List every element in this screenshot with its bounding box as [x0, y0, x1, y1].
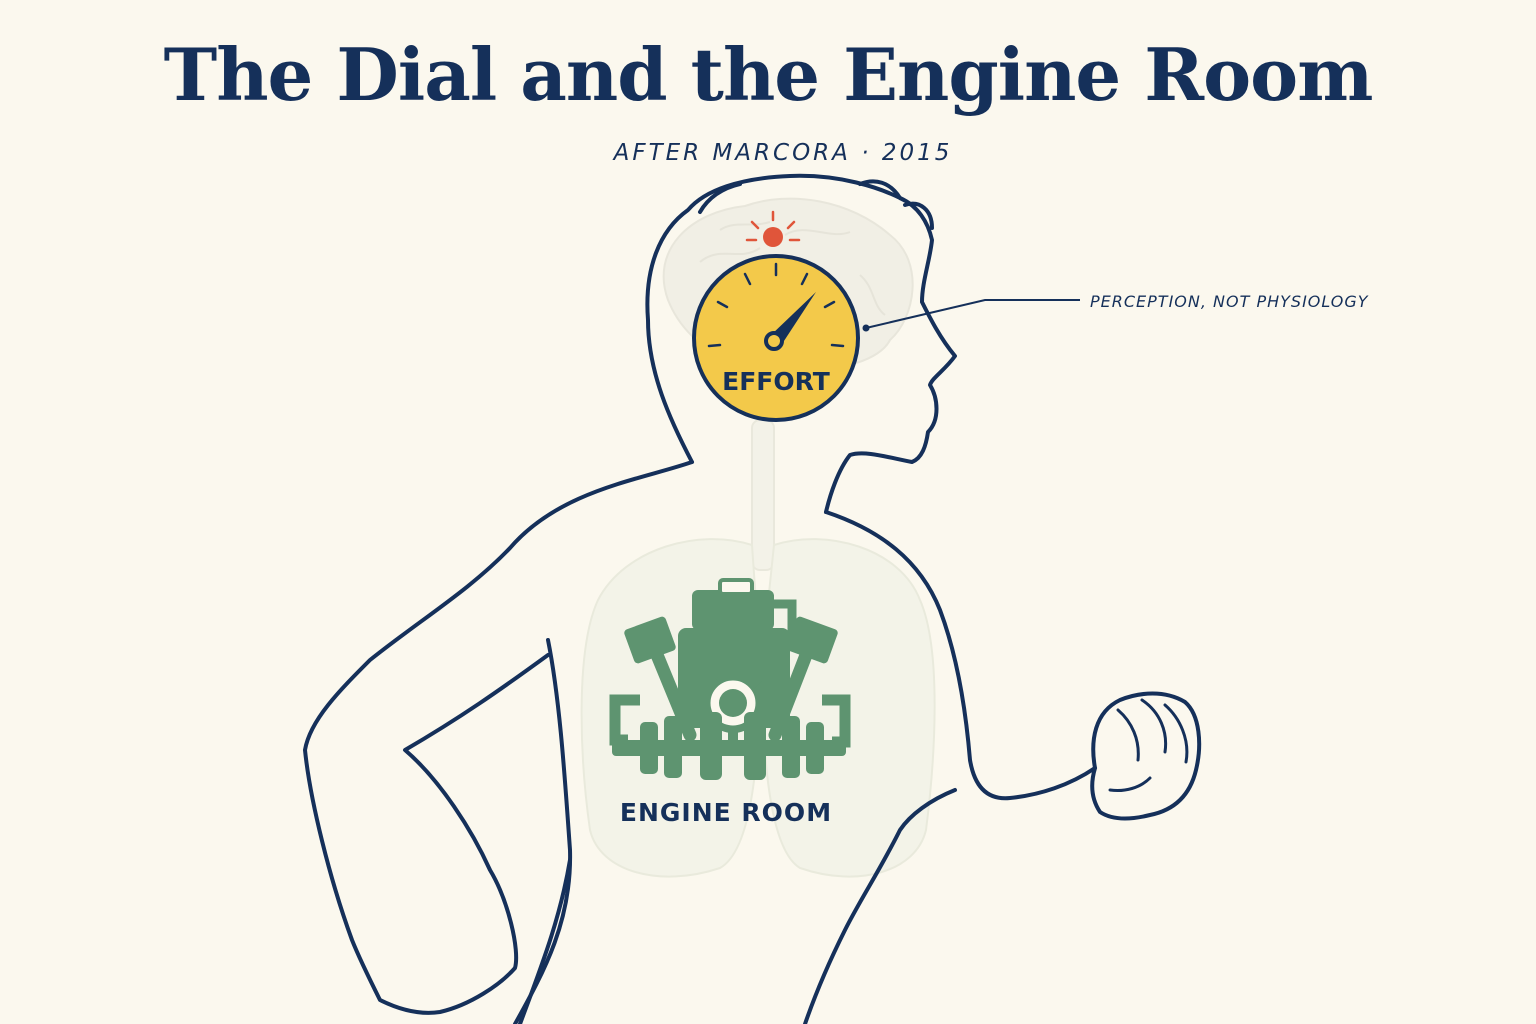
alert-light-icon: [745, 210, 801, 247]
fist: [1090, 691, 1202, 821]
dial-label: EFFORT: [722, 367, 830, 396]
rod-left: [648, 643, 697, 742]
right-underarm: [803, 788, 957, 1024]
piston-left: [624, 616, 676, 664]
callout-leader-line: [865, 299, 1080, 329]
left-shoulder-arm: [303, 460, 694, 1015]
waist: [518, 858, 572, 1024]
engine-label: ENGINE ROOM: [620, 798, 832, 827]
head-profile: [645, 173, 957, 514]
rod-right: [768, 643, 815, 742]
left-torso-side: [513, 638, 573, 1024]
page-title: The Dial and the Engine Room: [163, 32, 1374, 117]
hair-tuft: [698, 179, 934, 230]
dial-needle: [770, 292, 816, 344]
callout-dot: [862, 324, 870, 332]
engine-top-cover: [692, 590, 774, 630]
callout-label: PERCEPTION, NOT PHYSIOLOGY: [1090, 292, 1369, 311]
page-subtitle: AFTER MARCORA · 2015: [613, 140, 953, 166]
effort-dial-icon: EFFORT: [692, 254, 860, 422]
engine-icon: ENGINE ROOM: [609, 578, 851, 827]
alert-light-rays: [745, 210, 801, 242]
dial-ticks: [707, 262, 845, 348]
flywheels: [640, 712, 824, 780]
engine-cap: [718, 578, 754, 596]
body-outline: [303, 173, 1202, 1024]
fist-knuckles: [1108, 698, 1189, 792]
right-torso-arm: [824, 510, 1097, 801]
piston-right: [786, 616, 838, 664]
perception-callout: PERCEPTION, NOT PHYSIOLOGY: [862, 292, 1369, 332]
alert-light-bulb: [763, 227, 783, 247]
dial-hub: [764, 331, 784, 351]
trachea: [751, 419, 775, 571]
